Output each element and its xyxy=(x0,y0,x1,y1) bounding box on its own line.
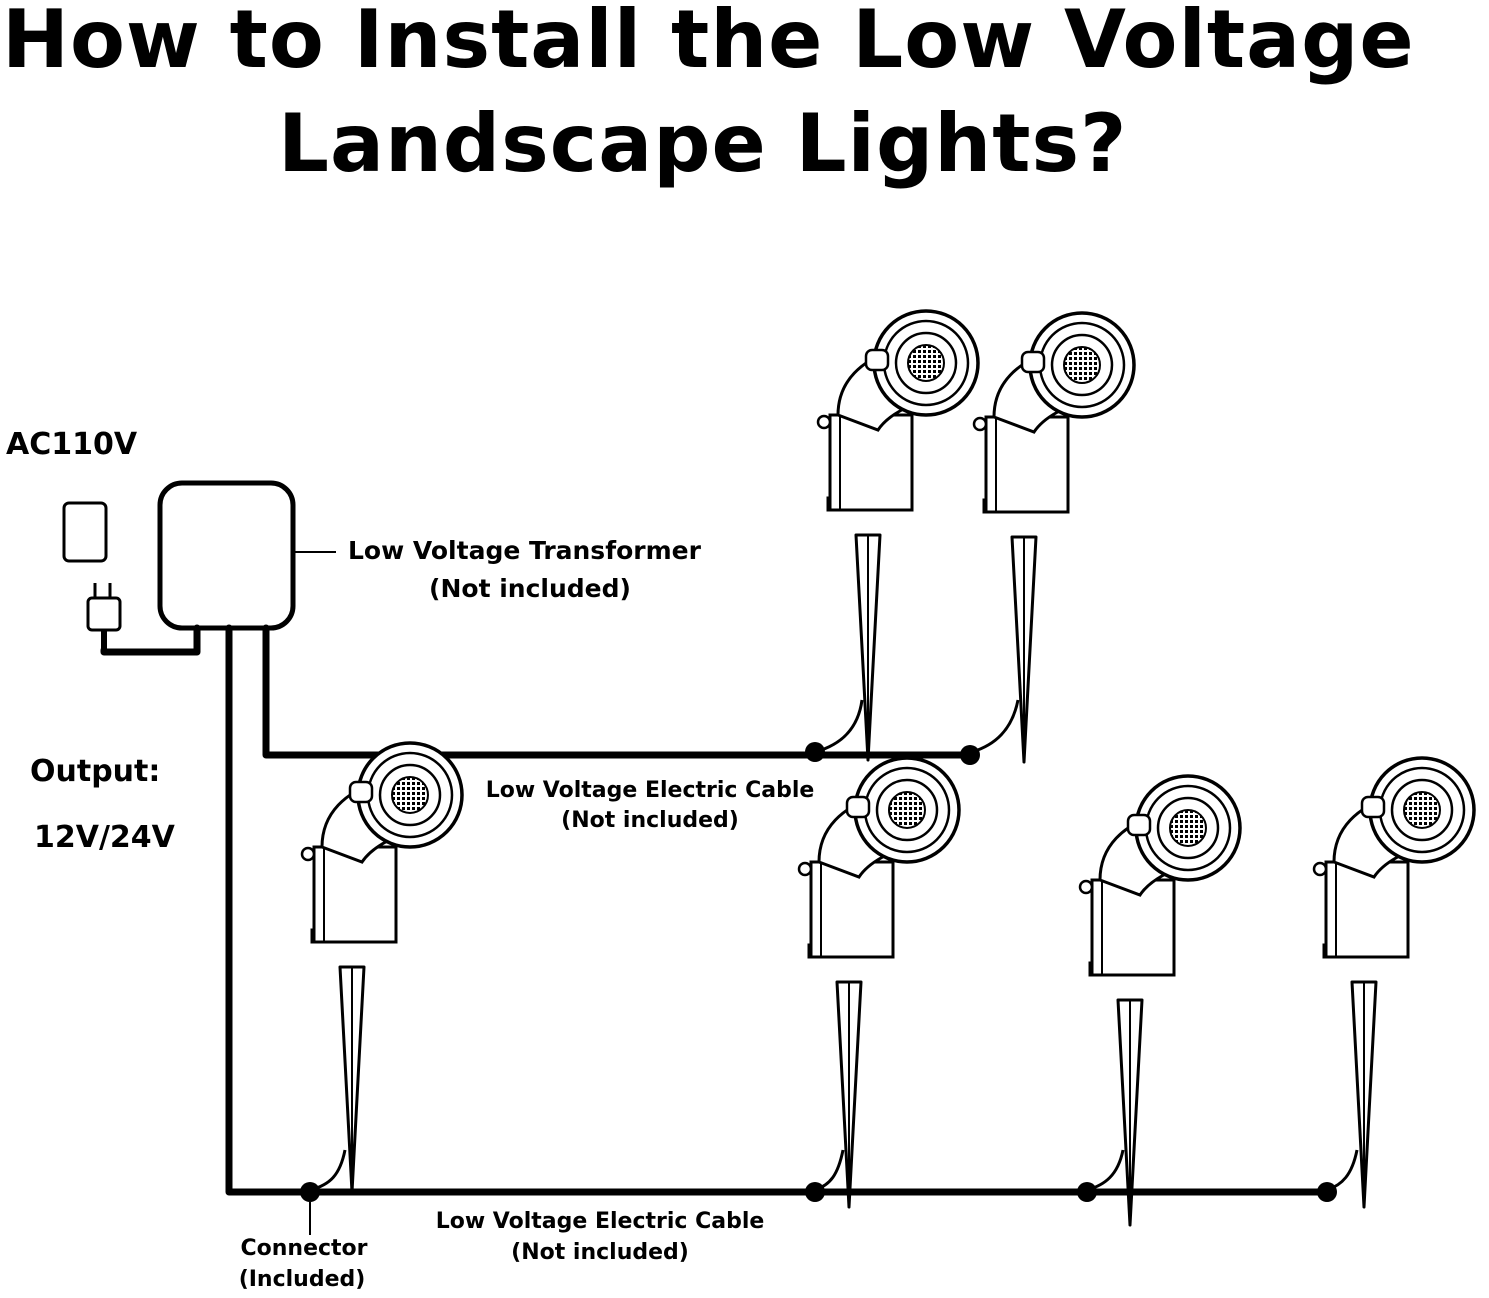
transformer-box xyxy=(157,480,296,631)
spotlight-5 xyxy=(1078,774,1242,1227)
spotlight-3 xyxy=(300,741,464,1194)
wall-outlet-icon xyxy=(62,501,108,563)
connector-dot xyxy=(960,745,980,765)
transformer-note: (Not included) xyxy=(429,574,631,603)
upper-cable-note: (Not included) xyxy=(561,808,739,833)
output-label: Output: xyxy=(30,754,161,789)
connector-label: Connector xyxy=(240,1236,368,1261)
spotlight-6 xyxy=(1312,756,1476,1209)
spotlight-4 xyxy=(797,756,961,1209)
connector-dot xyxy=(1077,1182,1097,1202)
lower-cable-label: Low Voltage Electric Cable xyxy=(435,1209,765,1234)
plug-icon xyxy=(86,583,122,650)
cables xyxy=(100,624,1334,1196)
connector-dot xyxy=(300,1182,320,1202)
connector-dot xyxy=(805,1182,825,1202)
upper-cable-label: Low Voltage Electric Cable xyxy=(485,778,815,803)
lower-cable-note: (Not included) xyxy=(511,1240,689,1265)
title-line-1: How to Install the Low Voltage xyxy=(2,0,1415,86)
connectors xyxy=(300,742,1337,1202)
connector-dot xyxy=(805,742,825,762)
connector-note: (Included) xyxy=(238,1267,366,1292)
transformer-label: Low Voltage Transformer xyxy=(348,536,701,565)
spotlight-2 xyxy=(972,311,1136,764)
spotlight-1 xyxy=(816,309,980,762)
input-voltage-label: AC110V xyxy=(6,427,138,462)
title-line-2: Landscape Lights? xyxy=(278,97,1128,190)
output-value: 12V/24V xyxy=(34,820,175,855)
connector-dot xyxy=(1317,1182,1337,1202)
